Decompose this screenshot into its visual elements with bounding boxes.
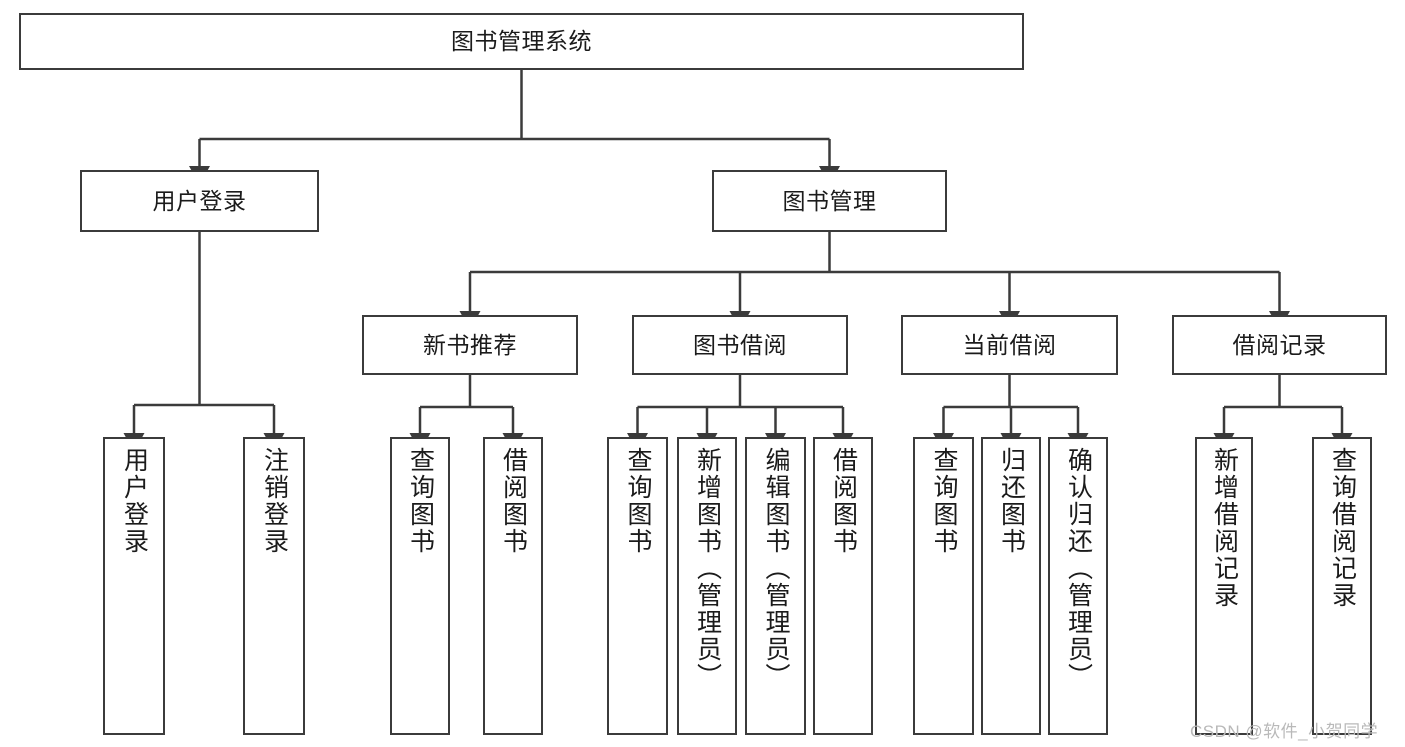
node-leaf_q_book_1[interactable]: 查询图书 (390, 437, 450, 735)
node-leaf_q_rec[interactable]: 查询借阅记录 (1312, 437, 1372, 735)
node-label-leaf_q_book_1: 查询图书 (406, 447, 435, 555)
node-label-new_book_rec: 新书推荐 (423, 331, 517, 358)
node-book_borrow[interactable]: 图书借阅 (632, 315, 848, 375)
node-leaf_borrow_2[interactable]: 借阅图书 (813, 437, 873, 735)
node-leaf_q_book_2[interactable]: 查询图书 (607, 437, 668, 735)
node-leaf_borrow_1[interactable]: 借阅图书 (483, 437, 543, 735)
node-label-user_login: 用户登录 (152, 187, 247, 214)
node-label-leaf_q_book_3: 查询图书 (930, 447, 958, 555)
node-label-leaf_logout: 注销登录 (260, 447, 289, 555)
node-label-leaf_add_book: 新增图书（管理员） (693, 447, 722, 690)
node-user_login[interactable]: 用户登录 (80, 170, 319, 232)
node-new_book_rec[interactable]: 新书推荐 (362, 315, 578, 375)
node-leaf_add_book[interactable]: 新增图书（管理员） (677, 437, 737, 735)
node-root[interactable]: 图书管理系统 (19, 13, 1024, 70)
node-leaf_return[interactable]: 归还图书 (981, 437, 1041, 735)
node-book_manage[interactable]: 图书管理 (712, 170, 947, 232)
node-leaf_logout[interactable]: 注销登录 (243, 437, 305, 735)
node-leaf_confirm[interactable]: 确认归还（管理员） (1048, 437, 1108, 735)
node-leaf_edit_book[interactable]: 编辑图书（管理员） (745, 437, 806, 735)
node-label-leaf_q_book_2: 查询图书 (624, 447, 652, 555)
node-label-leaf_confirm: 确认归还（管理员） (1064, 447, 1093, 690)
node-leaf_add_rec[interactable]: 新增借阅记录 (1195, 437, 1253, 735)
node-label-leaf_q_rec: 查询借阅记录 (1328, 447, 1357, 609)
node-label-leaf_edit_book: 编辑图书（管理员） (762, 447, 790, 690)
node-label-root: 图书管理系统 (451, 28, 592, 55)
node-borrow_record[interactable]: 借阅记录 (1172, 315, 1387, 375)
node-label-book_borrow: 图书借阅 (693, 331, 787, 358)
node-label-leaf_add_rec: 新增借阅记录 (1210, 447, 1239, 609)
node-label-leaf_borrow_1: 借阅图书 (499, 447, 528, 555)
node-label-leaf_borrow_2: 借阅图书 (829, 447, 858, 555)
node-label-leaf_return: 归还图书 (997, 447, 1026, 555)
node-label-leaf_user_login: 用户登录 (120, 447, 149, 555)
node-leaf_user_login[interactable]: 用户登录 (103, 437, 165, 735)
node-label-book_manage: 图书管理 (782, 187, 877, 214)
node-label-current_borrow: 当前借阅 (962, 331, 1057, 358)
node-leaf_q_book_3[interactable]: 查询图书 (913, 437, 974, 735)
node-label-borrow_record: 借阅记录 (1232, 331, 1327, 358)
node-current_borrow[interactable]: 当前借阅 (901, 315, 1118, 375)
